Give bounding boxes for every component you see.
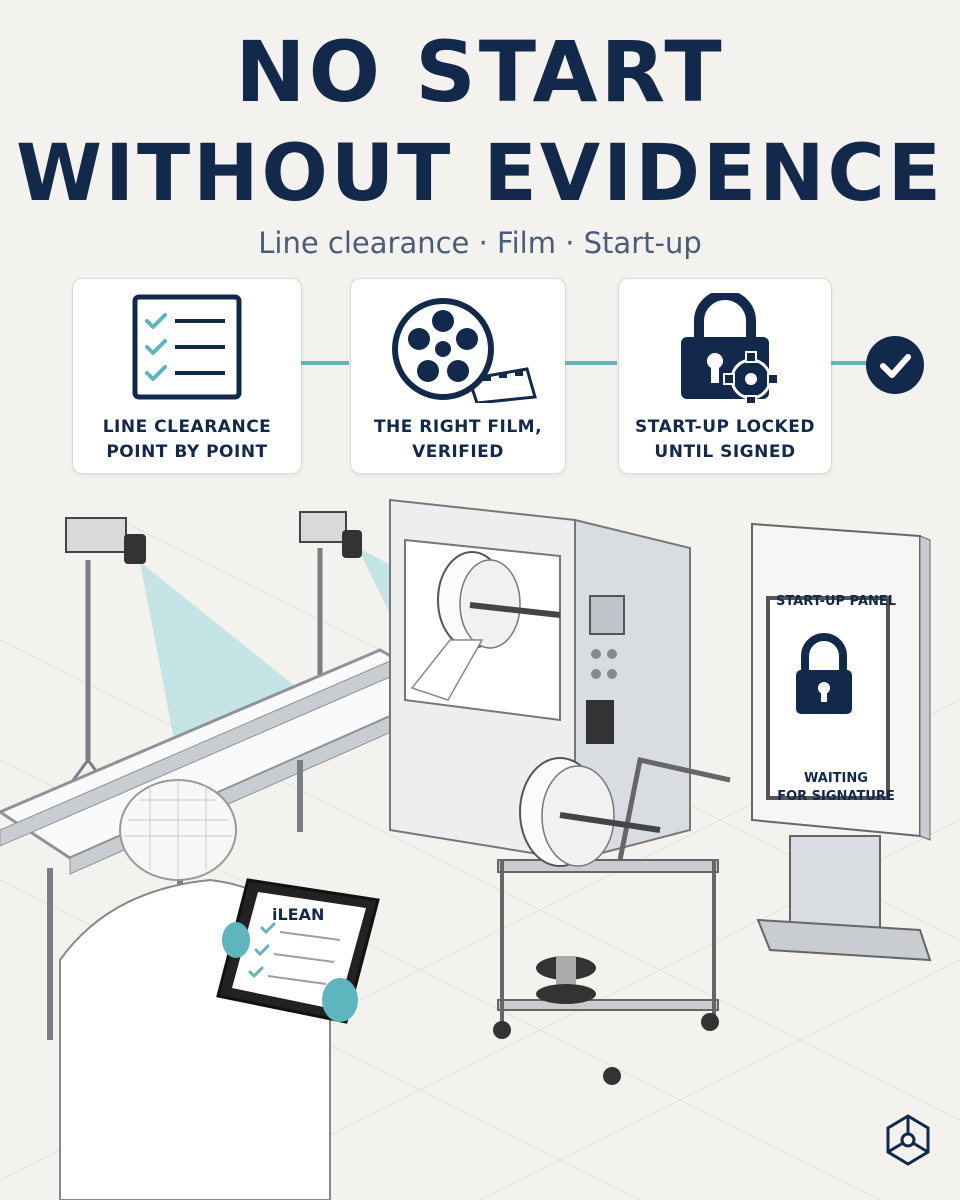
panel-status-line-1: WAITING [804, 771, 868, 786]
step-label-line-2: POINT BY POINT [106, 442, 268, 462]
start-up-panel-status: WAITING FOR SIGNATURE [768, 770, 904, 806]
step-label-line-1: START-UP LOCKED [635, 417, 815, 437]
film-reel-icon [392, 298, 537, 403]
step-card-film: THE RIGHT FILM, VERIFIED [350, 278, 566, 474]
start-up-panel-title: START-UP PANEL [775, 594, 897, 609]
tablet-brand-label: iLEAN [272, 905, 325, 924]
step-label-line-1: LINE CLEARANCE [102, 417, 272, 437]
connector-line [301, 361, 349, 365]
headline-line-1: NO START [235, 23, 725, 121]
film-cart-illustration [493, 757, 731, 1085]
connector-line [565, 361, 617, 365]
step-card-line-clearance: LINE CLEARANCE POINT BY POINT [72, 278, 302, 474]
brand-logo [886, 1114, 930, 1166]
lock-gear-icon [681, 293, 779, 403]
step-card-start-up-lock: START-UP LOCKED UNTIL SIGNED [618, 278, 832, 474]
panel-status-line-2: FOR SIGNATURE [777, 789, 895, 804]
start-up-panel-kiosk [751, 522, 932, 962]
step-label-line-2: VERIFIED [412, 442, 504, 462]
connector-line [831, 361, 867, 365]
checkmark-icon [866, 336, 924, 394]
packaging-machine-illustration [389, 498, 691, 862]
headline-line-2: WITHOUT EVIDENCE [15, 129, 945, 219]
step-label-line-2: UNTIL SIGNED [654, 442, 796, 462]
checklist-icon [132, 294, 242, 400]
production-line-illustration [0, 498, 960, 1200]
subtitle: Line clearance · Film · Start-up [258, 226, 702, 260]
operator-illustration [59, 779, 380, 1200]
step-label-line-1: THE RIGHT FILM, [373, 417, 543, 437]
